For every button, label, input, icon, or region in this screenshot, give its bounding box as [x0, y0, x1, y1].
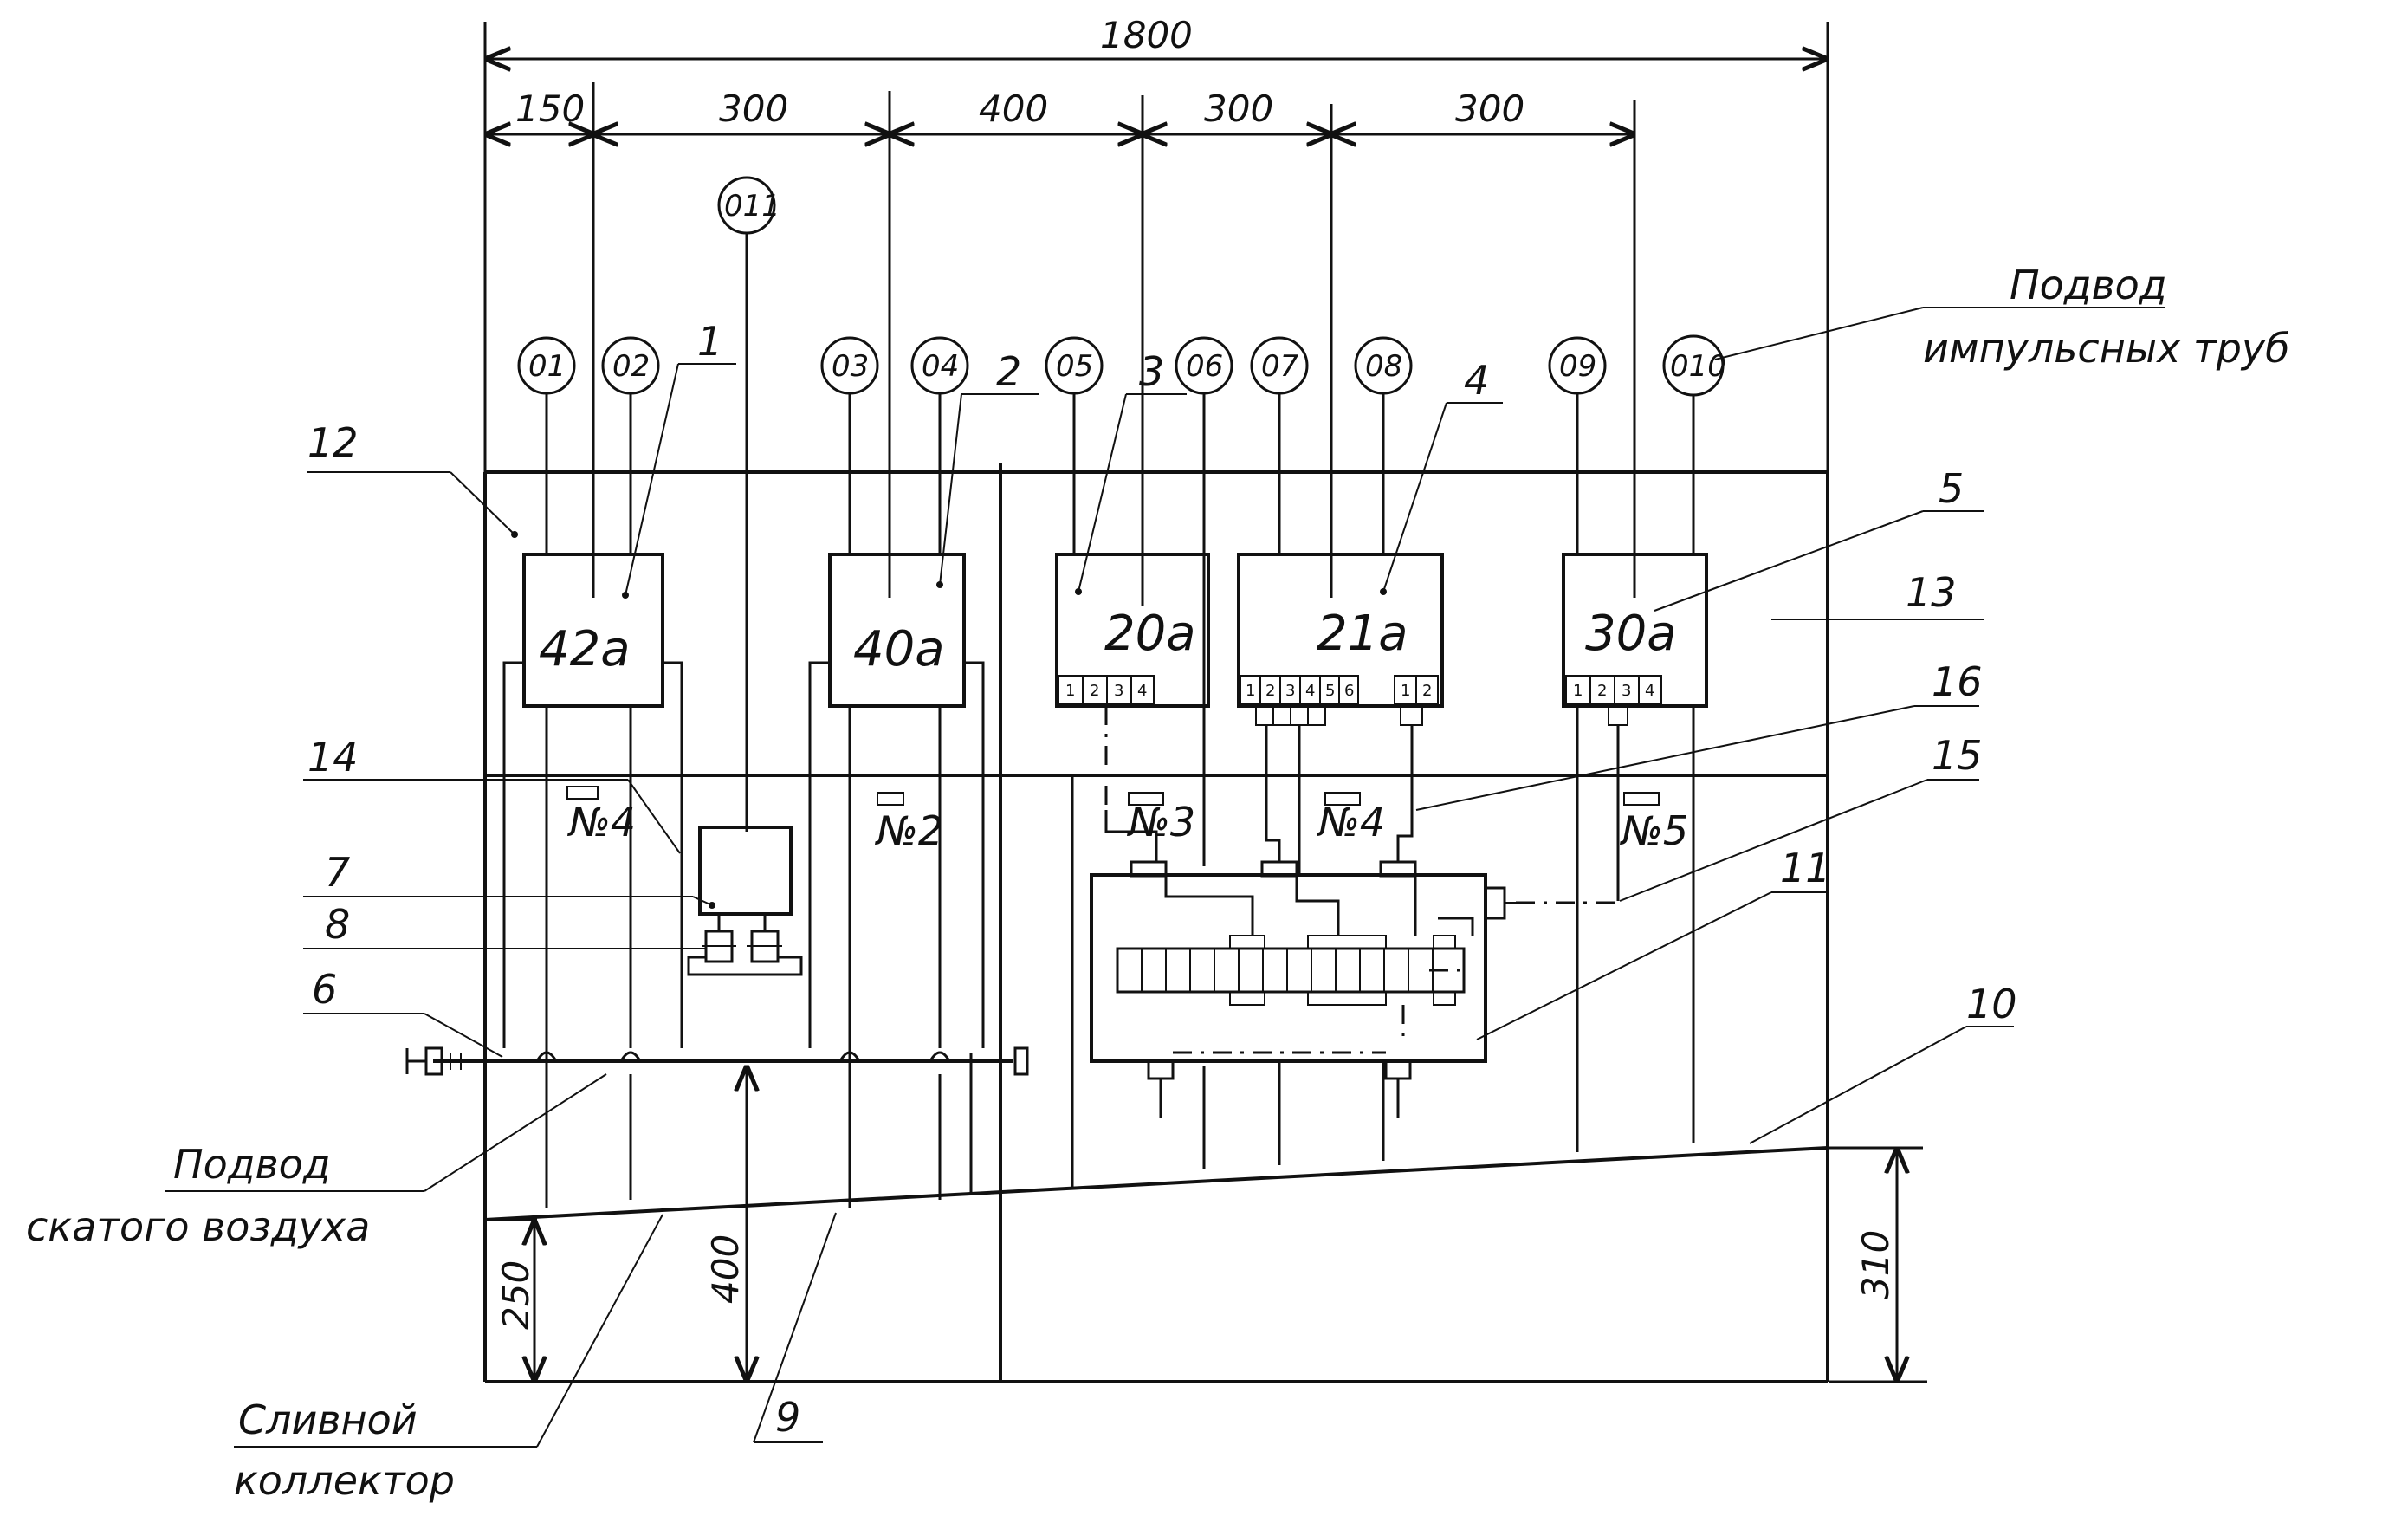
pin-20a-3: 3: [1114, 682, 1123, 700]
callout-11: 11: [1780, 845, 1831, 891]
bubble-06: 06: [1186, 349, 1223, 384]
device-40a-label: 40a: [853, 621, 945, 677]
callout-16: 16: [1932, 658, 1983, 705]
callout-6: 6: [312, 966, 337, 1013]
bubble-leaders: [545, 233, 1695, 866]
span-2-label: 300: [719, 87, 788, 130]
switch-label-4: №4: [1316, 799, 1385, 845]
dim-310-label: 310: [1855, 1230, 1897, 1299]
callout-2: 2: [996, 348, 1021, 395]
pin-21a-8: 2: [1422, 682, 1432, 700]
pin-30a-2: 2: [1597, 682, 1607, 700]
dimension-total: 1800: [483, 14, 1829, 485]
bubble-01: 01: [528, 349, 566, 384]
air-header: [405, 1046, 1029, 1076]
callout-9: 9: [775, 1394, 800, 1441]
switch-label-1: №4: [566, 799, 636, 845]
pin-21a-2: 2: [1265, 682, 1275, 700]
bubble-02: 02: [612, 349, 650, 384]
device-30a: 30a 1 2 3 4: [1562, 553, 1708, 708]
device-42a: 42a: [511, 531, 664, 708]
bubble-03: 03: [832, 349, 869, 384]
callout-13: 13: [1906, 569, 1957, 616]
pin-21a-1: 1: [1246, 682, 1255, 700]
dimension-spans: 150 300 400 300 300: [487, 87, 1634, 134]
device-30a-label: 30a: [1585, 606, 1677, 662]
device-42a-label: 42a: [539, 621, 631, 677]
dimension-total-label: 1800: [1100, 14, 1193, 56]
switch-label-5: №5: [1619, 807, 1688, 854]
note-air-line2: скатого воздуха: [26, 1203, 370, 1250]
switch-label-3: №3: [1126, 799, 1195, 845]
right-pipes: [1202, 706, 1695, 1169]
bubble-07: 07: [1261, 349, 1299, 384]
pin-20a-1: 1: [1065, 682, 1075, 700]
note-drain-line2: коллектор: [234, 1457, 455, 1504]
note-drain-line1: Сливной: [238, 1396, 418, 1443]
collector-box: [1090, 860, 1516, 1118]
callout-8: 8: [325, 901, 350, 948]
bubble-011: 011: [724, 189, 780, 224]
pin-30a-4: 4: [1645, 682, 1654, 700]
note-impulse-pipes: Подвод импульсных труб: [1714, 262, 2290, 372]
callout-12: 12: [307, 419, 359, 466]
dim-400: 400: [704, 1067, 747, 1380]
pin-21a-3: 3: [1285, 682, 1295, 700]
pin-21a-6: 6: [1344, 682, 1354, 700]
span-3-label: 400: [979, 87, 1048, 130]
span-5-label: 300: [1455, 87, 1524, 130]
bubble-05: 05: [1056, 349, 1093, 384]
panel-frame: [483, 463, 1829, 1383]
collector-lines: [1164, 869, 1474, 1054]
connector-stubs: [1255, 705, 1628, 726]
pin-20a-2: 2: [1090, 682, 1099, 700]
bubble-010: 010: [1670, 349, 1726, 384]
callout-3: 3: [1139, 348, 1164, 395]
note-compressed-air: Подвод скатого воздуха: [26, 1073, 607, 1250]
switch-tags: №4 №2 №3 №4 №5: [566, 786, 1688, 854]
note-impulse-line1: Подвод: [2010, 262, 2167, 308]
note-drain-collector: Сливной коллектор: [234, 1214, 663, 1504]
device-40a: 40a: [828, 553, 966, 708]
dim-310: 310: [1829, 1150, 1927, 1383]
callout-7: 7: [325, 849, 350, 896]
switch-label-2: №2: [874, 807, 943, 854]
callout-15: 15: [1932, 732, 1983, 779]
callout-1: 1: [697, 318, 722, 365]
pin-20a-4: 4: [1137, 682, 1147, 700]
callout-4: 4: [1464, 357, 1489, 404]
device-air-loops: [502, 661, 985, 1208]
note-impulse-line2: импульсных труб: [1923, 325, 2290, 372]
dim-400-label: 400: [704, 1234, 747, 1304]
span-1-label: 150: [515, 87, 585, 130]
note-air-line1: Подвод: [173, 1141, 331, 1188]
device-21a: 21a 1 2 3 4 5 6 1 2: [1237, 553, 1444, 708]
callout-5: 5: [1939, 465, 1964, 512]
bubble-04: 04: [922, 349, 959, 384]
callout-14: 14: [307, 734, 359, 781]
callout-10: 10: [1966, 981, 2017, 1027]
dim-250: 250: [495, 1221, 537, 1380]
dim-250-label: 250: [495, 1260, 537, 1330]
pin-21a-7: 1: [1401, 682, 1410, 700]
span-4-label: 300: [1204, 87, 1273, 130]
device-20a-label: 20a: [1104, 606, 1196, 662]
signal-lines: [1104, 706, 1620, 904]
pin-30a-1: 1: [1573, 682, 1583, 700]
pin-21a-5: 5: [1325, 682, 1335, 700]
pin-30a-3: 3: [1622, 682, 1631, 700]
bubble-09: 09: [1559, 349, 1596, 384]
device-20a: 20a 1 2 3 4: [1055, 553, 1210, 708]
device-21a-label: 21a: [1317, 606, 1408, 662]
bubble-08: 08: [1365, 349, 1402, 384]
unit-14: [687, 826, 803, 976]
pin-21a-4: 4: [1305, 682, 1315, 700]
axis-lines: [592, 82, 1636, 606]
callouts: 1 2 3 4 5 6 7 8 9 10 11 12: [303, 318, 2017, 1443]
